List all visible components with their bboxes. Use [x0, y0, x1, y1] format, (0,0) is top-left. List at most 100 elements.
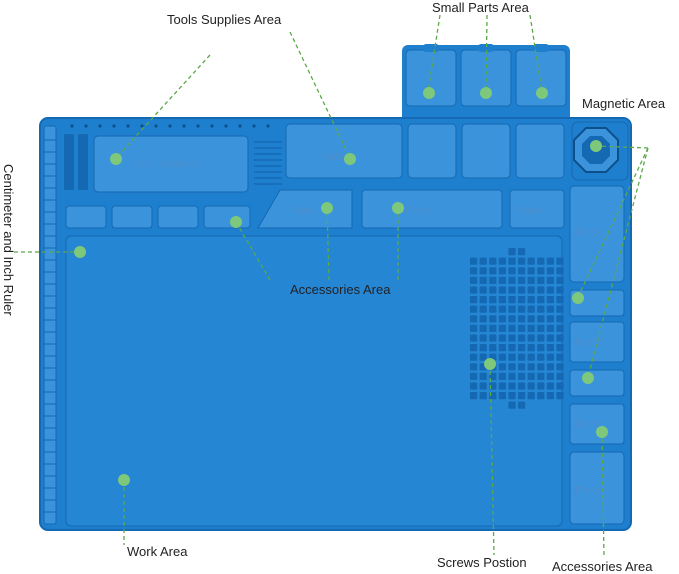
marker-accessories-2 [321, 202, 333, 214]
screw-cell [527, 363, 535, 371]
screw-cell [518, 267, 526, 275]
screw-cell [498, 257, 506, 265]
screw-cell [479, 392, 487, 400]
screw-cell [556, 296, 564, 304]
screw-cell [479, 372, 487, 380]
screw-cell [518, 305, 526, 313]
screw-cell [518, 363, 526, 371]
screw-cell [537, 267, 545, 275]
label-screws-position: Screws Postion [437, 555, 527, 570]
screw-cell [556, 305, 564, 313]
screw-cell [508, 248, 516, 256]
screw-cell [537, 276, 545, 284]
screw-cell [556, 344, 564, 352]
screw-cell [498, 296, 506, 304]
screw-cell [527, 257, 535, 265]
screw-cell [479, 305, 487, 313]
screw-cell [508, 372, 516, 380]
screw-cell [518, 248, 526, 256]
screw-cell [518, 334, 526, 342]
work-area-surface [65, 235, 563, 527]
screw-cell [508, 305, 516, 313]
screw-cell [556, 257, 564, 265]
screw-cell [527, 296, 535, 304]
embossed-parts-1: Parts [320, 151, 346, 163]
screw-cell [546, 382, 554, 390]
screw-cell [527, 353, 535, 361]
screw-cell [546, 286, 554, 294]
screw-cell [518, 344, 526, 352]
marker-tools-supplies [110, 153, 122, 165]
screw-cell [508, 315, 516, 323]
screw-cell [470, 363, 478, 371]
screw-cell [537, 315, 545, 323]
screw-cell [498, 315, 506, 323]
screw-cell [546, 334, 554, 342]
screw-cell [470, 305, 478, 313]
marker-tools-supplies-2 [344, 153, 356, 165]
screw-cell [518, 286, 526, 294]
marker-right-accessory-2 [582, 372, 594, 384]
screw-cell [479, 353, 487, 361]
screw-cell [537, 382, 545, 390]
marker-small-parts-2 [480, 87, 492, 99]
marker-ruler [74, 246, 86, 258]
screw-cell [537, 392, 545, 400]
screw-cell [489, 257, 497, 265]
screw-cell [498, 305, 506, 313]
marker-small-parts-3 [536, 87, 548, 99]
screw-cell [489, 344, 497, 352]
screw-cell [508, 353, 516, 361]
screw-cell [556, 382, 564, 390]
screw-cell [546, 305, 554, 313]
screw-cell [508, 401, 516, 409]
screw-cell [489, 324, 497, 332]
screw-cell [489, 286, 497, 294]
screw-cell [537, 363, 545, 371]
screw-cell [508, 324, 516, 332]
screw-cell [527, 315, 535, 323]
screw-cell [556, 353, 564, 361]
label-small-parts-area: Small Parts Area [432, 0, 529, 15]
screw-cell [470, 392, 478, 400]
screw-cell [537, 324, 545, 332]
embossed-parts-7: Parts [575, 419, 601, 431]
screw-cell [527, 286, 535, 294]
marker-small-parts-1 [423, 87, 435, 99]
screw-cell [537, 334, 545, 342]
screw-cell [470, 315, 478, 323]
screw-cell [508, 344, 516, 352]
screw-cell [479, 267, 487, 275]
screw-cell [556, 276, 564, 284]
screw-cell [537, 296, 545, 304]
octagon-magnet-icon [571, 121, 629, 181]
screw-cell [479, 286, 487, 294]
label-accessories-area-right: Accessories Area [552, 559, 653, 574]
screw-cell [470, 334, 478, 342]
screw-cell [508, 382, 516, 390]
screw-cell [498, 363, 506, 371]
screw-cell [498, 334, 506, 342]
screw-cell [479, 382, 487, 390]
screw-cell [470, 324, 478, 332]
embossed-parts-5: Parts [575, 227, 601, 239]
screw-cell [508, 267, 516, 275]
screw-cell [470, 353, 478, 361]
screw-cell [508, 296, 516, 304]
screw-cell [498, 382, 506, 390]
screw-cell [518, 382, 526, 390]
embossed-parts-6: Parts [575, 337, 601, 349]
screw-cell [546, 372, 554, 380]
silicone-mat: Tool Supplies Parts Parts Parts Parts Pa… [39, 44, 632, 531]
label-work-area: Work Area [127, 544, 188, 559]
screw-cell [498, 392, 506, 400]
screw-cell [470, 372, 478, 380]
screw-cell [518, 315, 526, 323]
screw-cell [546, 267, 554, 275]
screw-cell [537, 286, 545, 294]
screw-cell [546, 257, 554, 265]
label-tools-supplies-area: Tools Supplies Area [167, 12, 282, 27]
screw-cell [546, 363, 554, 371]
screw-cell [518, 392, 526, 400]
marker-work-area [118, 474, 130, 486]
